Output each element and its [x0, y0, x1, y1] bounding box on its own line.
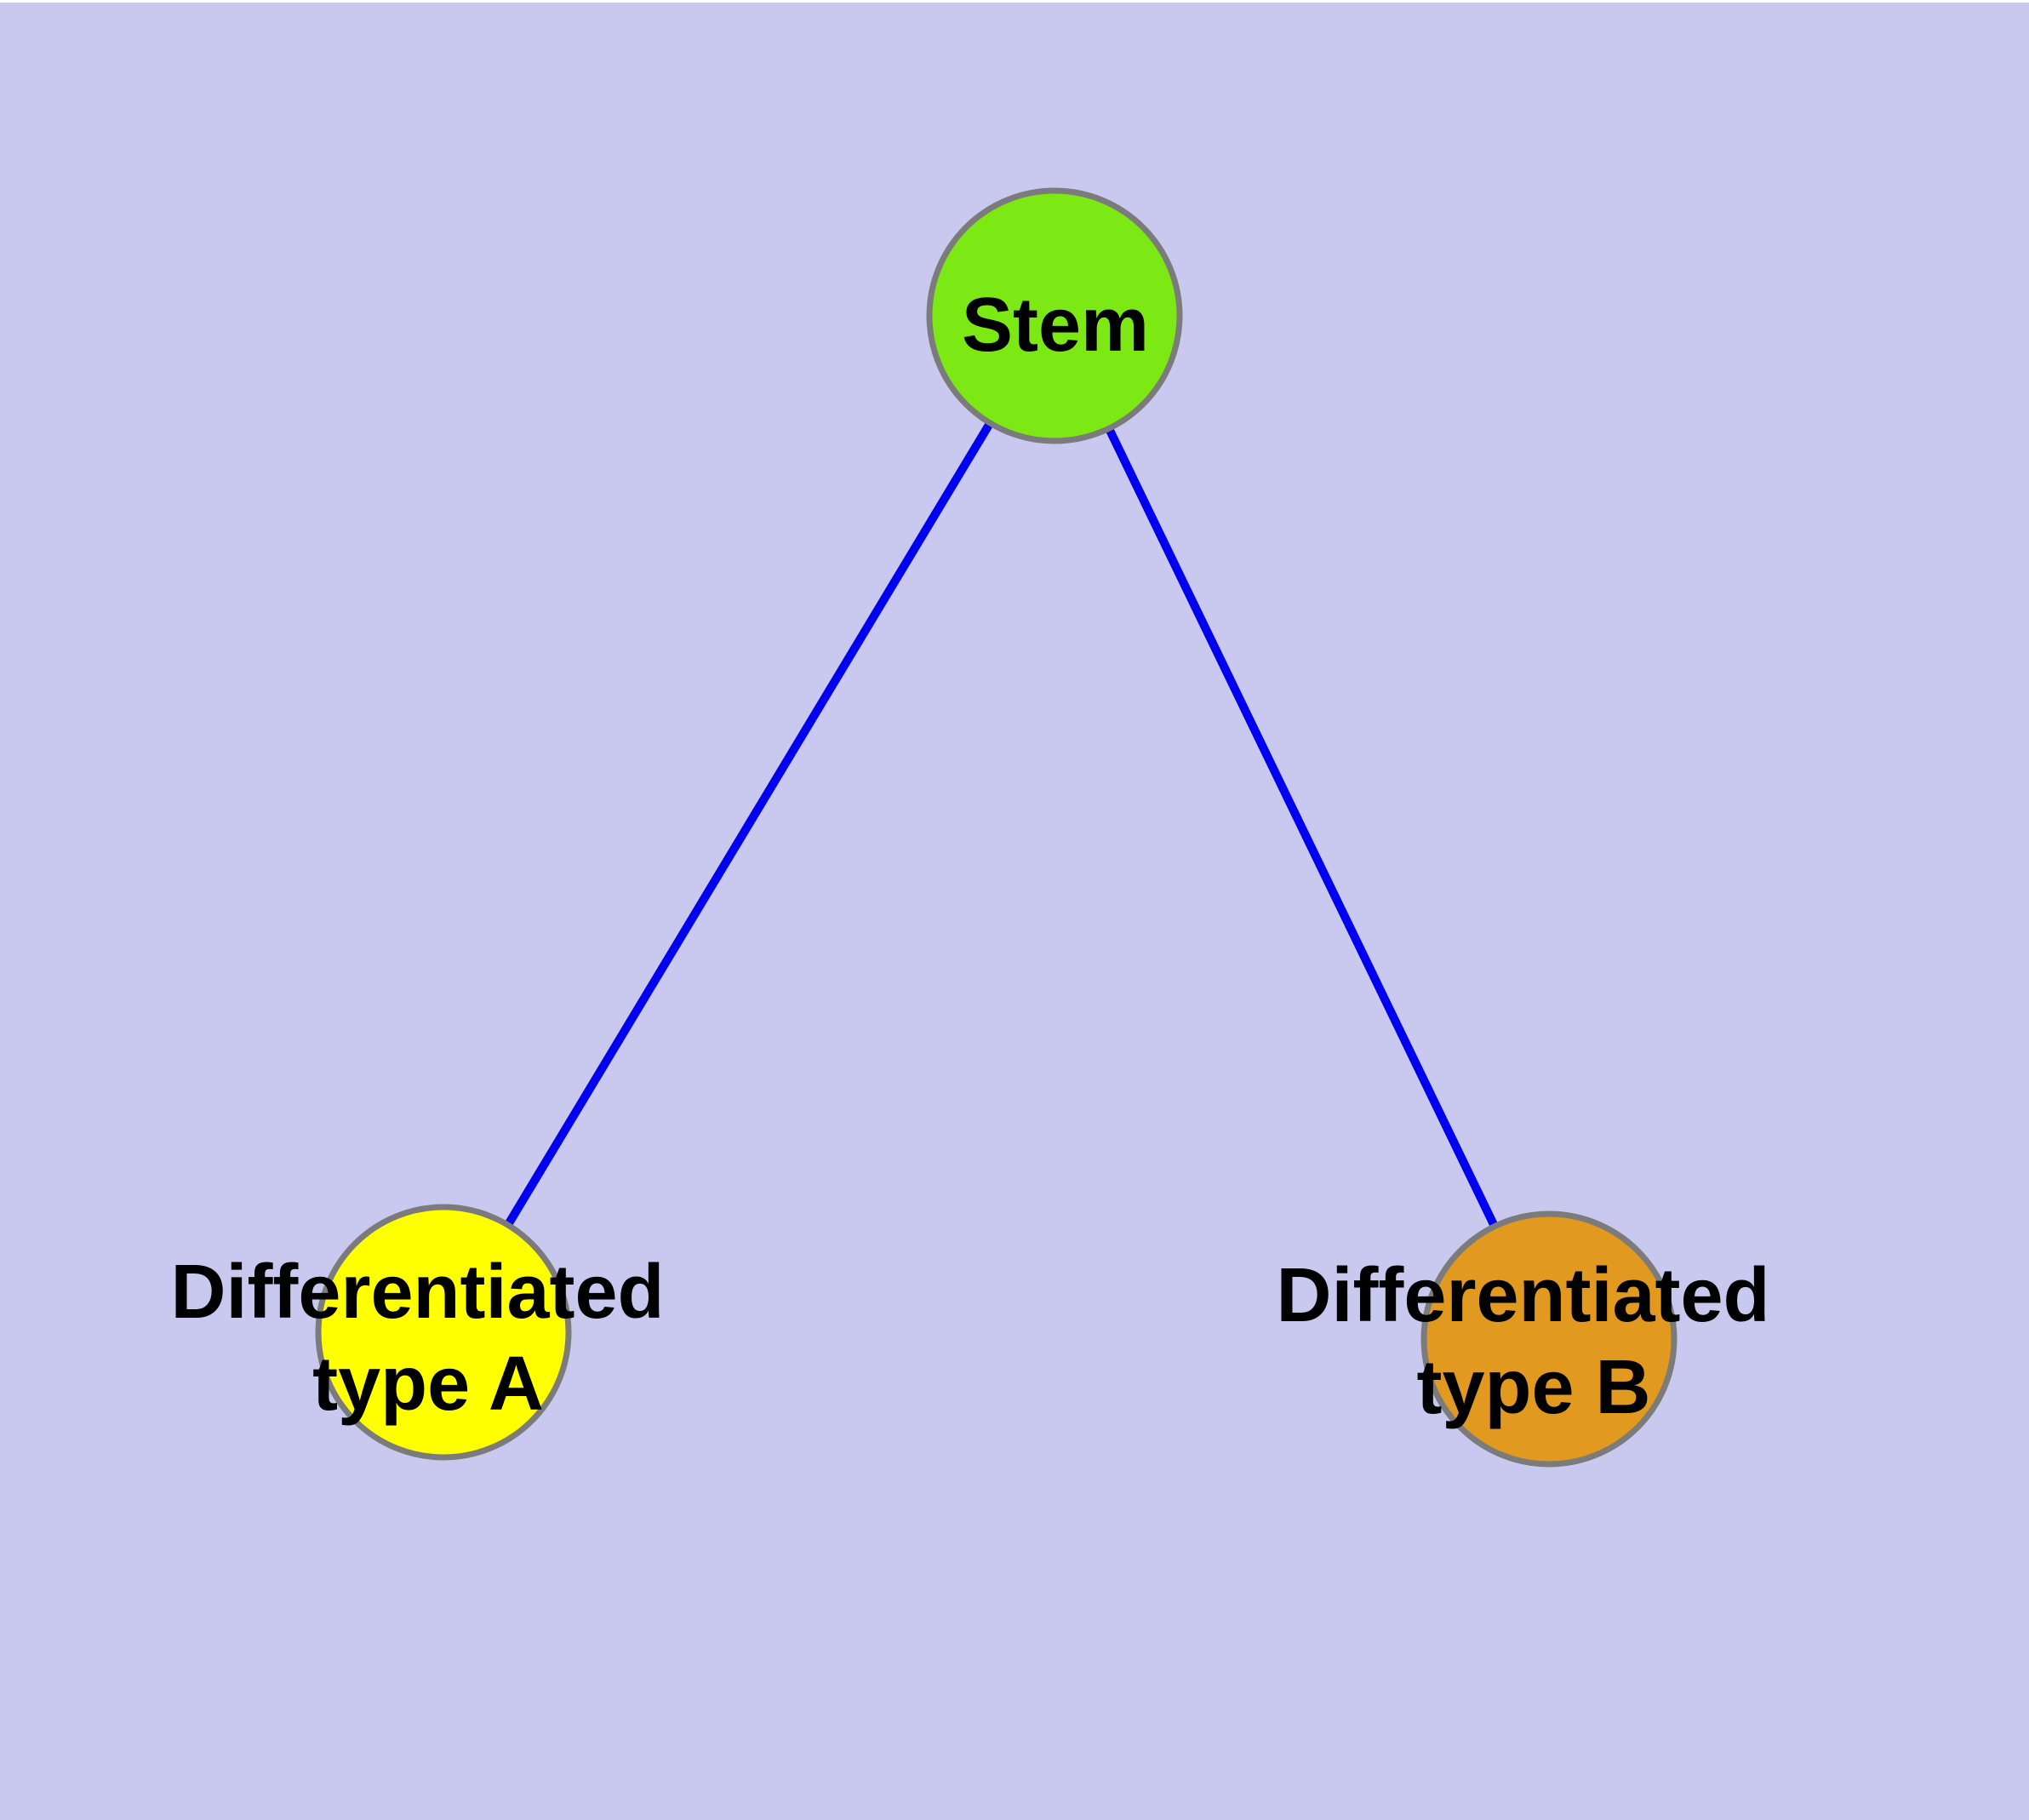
stem-node-circle [926, 187, 1183, 444]
node-differentiated-type-b: Differentiated type B [1276, 1210, 1791, 1468]
stem-node-label: Stem [962, 283, 1149, 368]
type-a-label-line-1: Differentiated [170, 1250, 664, 1335]
edge-layer [439, 312, 1553, 1343]
type-a-node-circle [315, 1204, 572, 1461]
type-b-node-label: Differentiated type B [1276, 1253, 1791, 1430]
type-b-node-circle [1420, 1210, 1677, 1468]
edge-stem-to-type-a [439, 312, 1059, 1336]
top-edge-line [0, 0, 2029, 3]
edge-stem-to-type-b [1050, 312, 1553, 1343]
type-a-node-label: Differentiated type A [170, 1250, 685, 1427]
type-a-label-line-2: type A [312, 1342, 544, 1427]
type-b-label-line-1: Differentiated [1276, 1253, 1769, 1338]
type-b-label-line-2: type B [1416, 1345, 1650, 1430]
node-differentiated-type-a: Differentiated type A [170, 1204, 685, 1461]
node-stem: Stem [926, 187, 1183, 444]
